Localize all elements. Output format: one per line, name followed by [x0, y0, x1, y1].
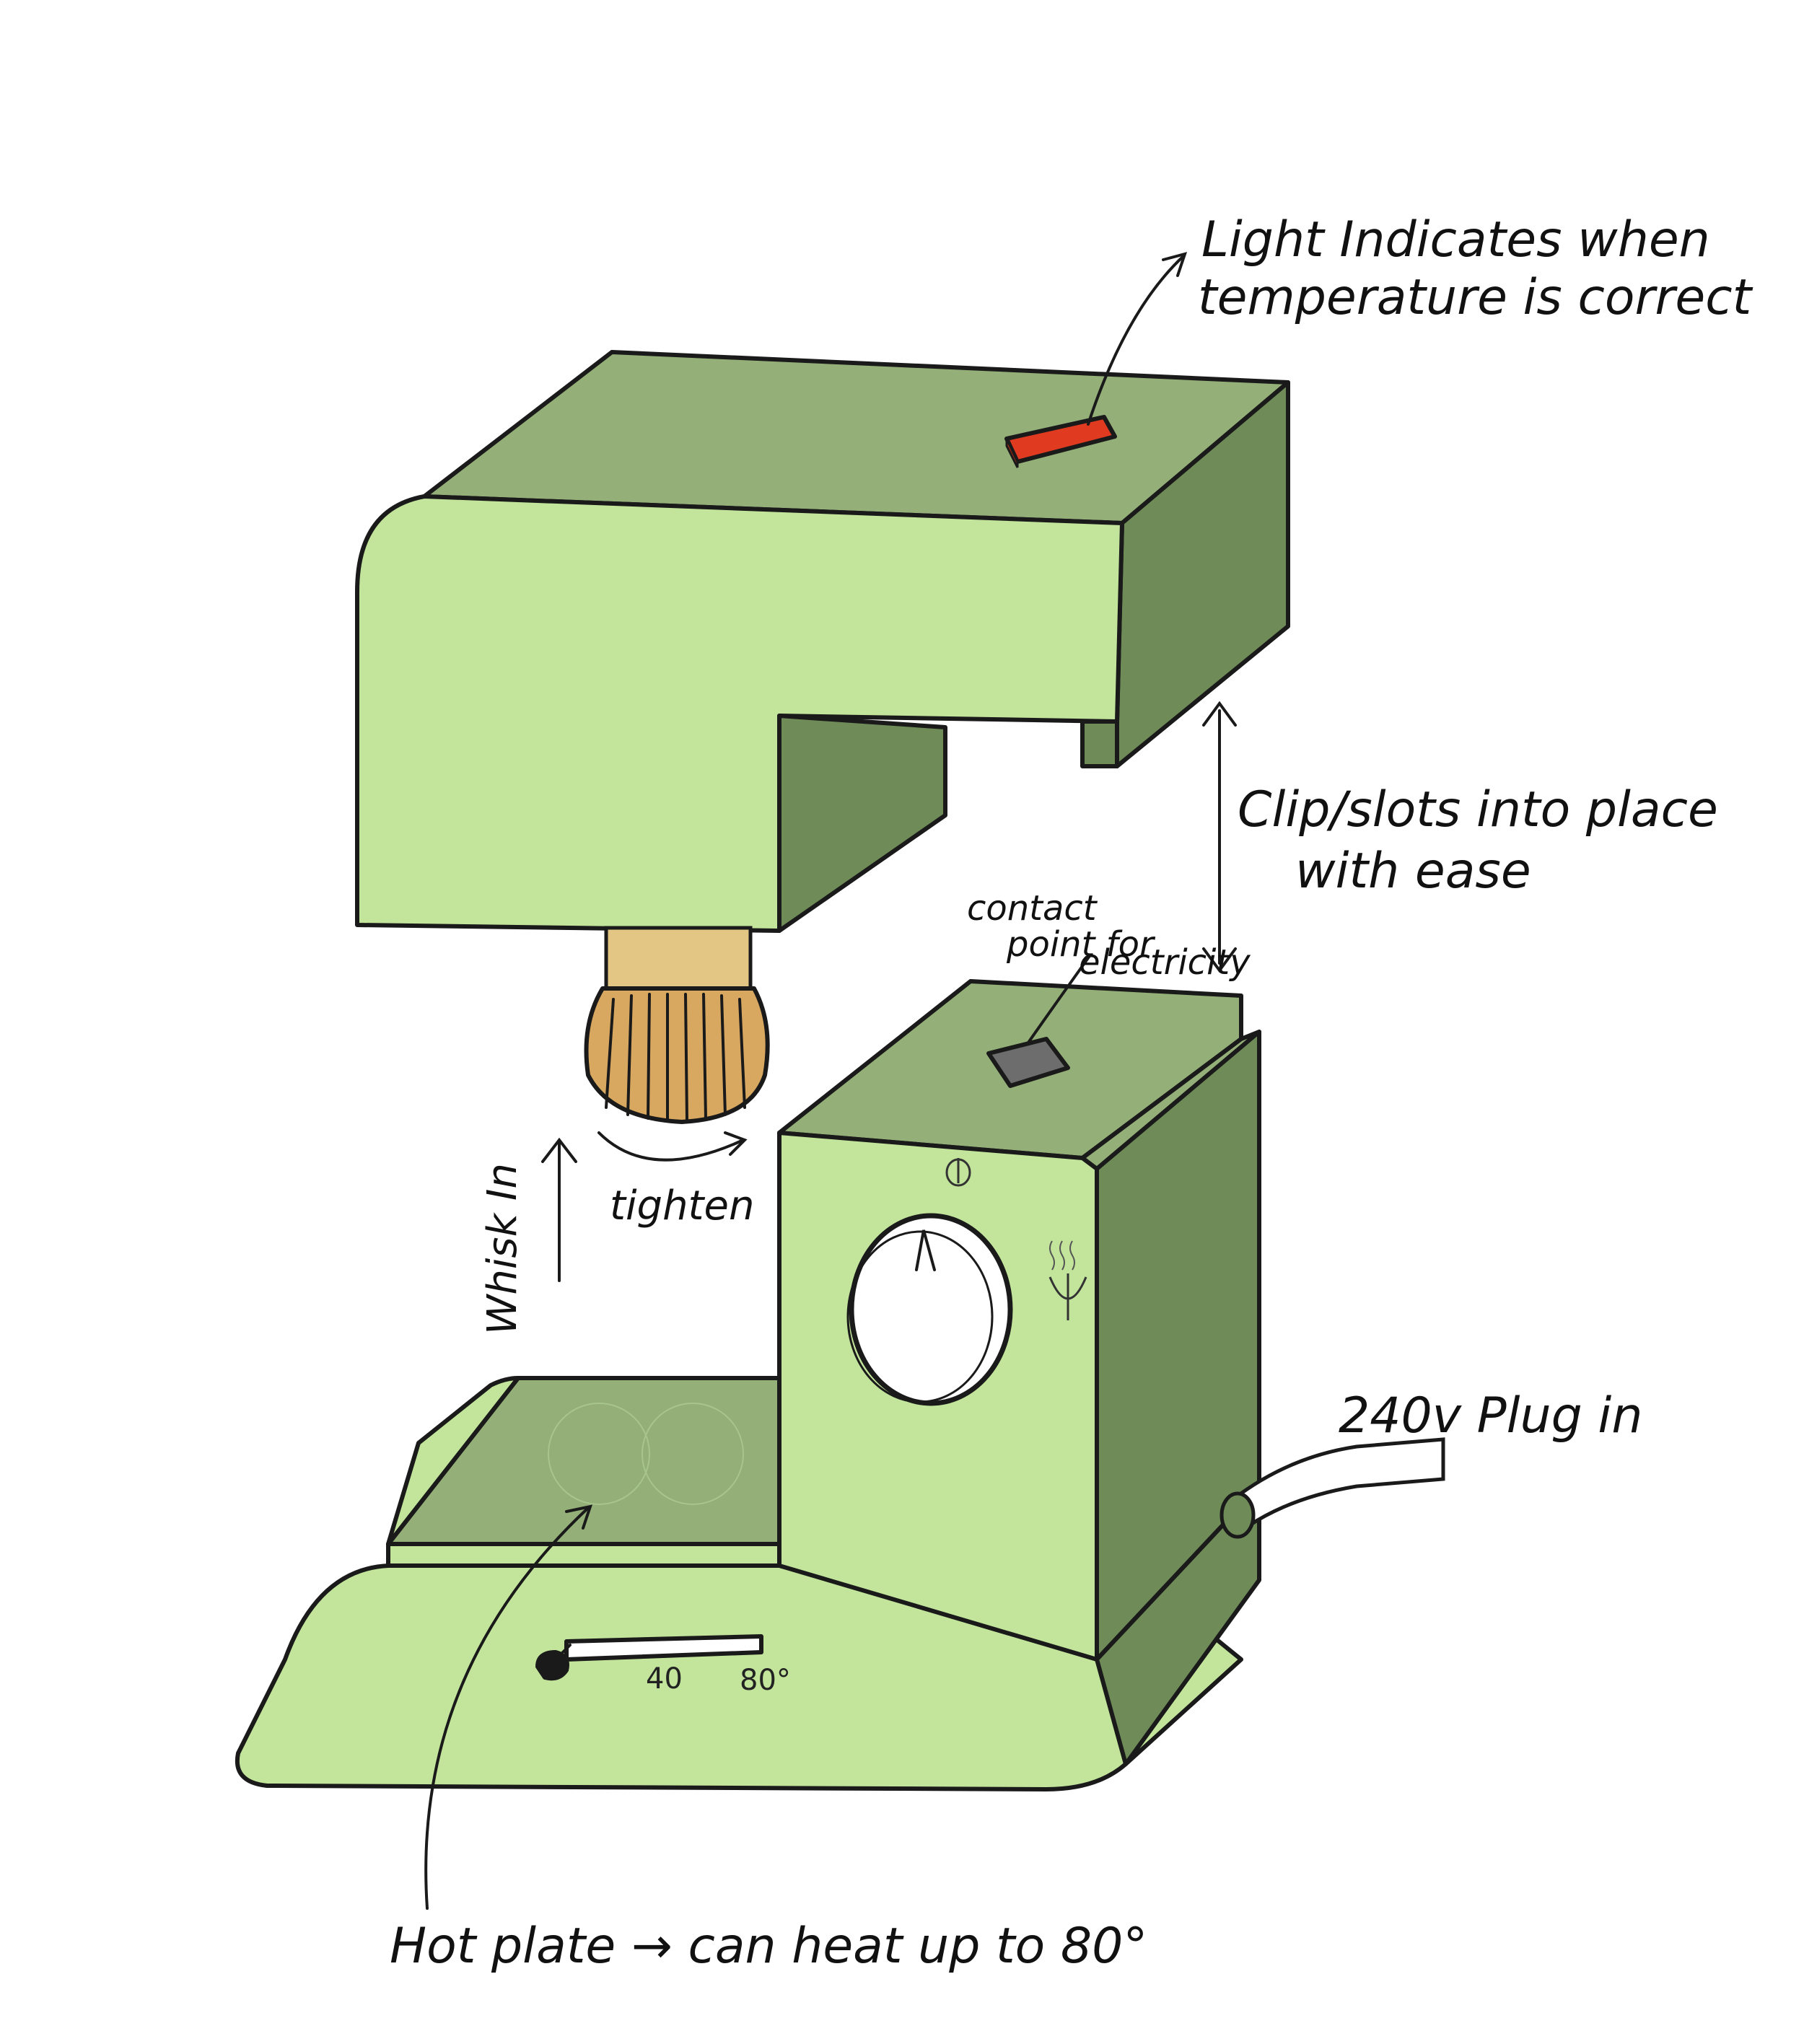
mixer-base: [235, 979, 1261, 1791]
hot-plate-circle-left: [548, 1403, 650, 1505]
contact-point-icon: [986, 1037, 1070, 1088]
head-notch: [1080, 719, 1119, 768]
contact-label-line2: point for: [1006, 924, 1156, 965]
dial-knob-icon[interactable]: [846, 1213, 1013, 1406]
hot-plate-label: Hot plate → can heat up to 80°: [390, 1918, 1147, 1975]
head-cutout-wall: [777, 714, 947, 933]
light-label-line1: Light Indicates when: [1201, 211, 1710, 268]
contact-label-line1: contact: [967, 888, 1098, 929]
clip-label-line1: Clip/slots into place: [1238, 781, 1718, 838]
indicator-light-icon: [1004, 415, 1117, 468]
mixer-head: [355, 350, 1290, 933]
tighten-arrow: [597, 1131, 745, 1162]
clip-label-line2: with ease: [1295, 843, 1531, 900]
scale-max-label: 80°: [740, 1664, 791, 1697]
whisk-in-label: Whisk In: [479, 1163, 526, 1335]
scale-mid-label: 40: [646, 1662, 683, 1696]
hot-plate-circle-right: [642, 1403, 744, 1505]
whisk-icon: [584, 926, 770, 1124]
power-symbol-icon: [945, 1158, 971, 1187]
light-label-line2: temperature is correct: [1198, 269, 1753, 326]
head-front-face: [355, 494, 1124, 933]
contact-arrow: [1027, 955, 1091, 1044]
tighten-label: tighten: [610, 1183, 754, 1229]
hot-plate-arrow: [424, 1506, 590, 1910]
contact-label-line3: electricity: [1079, 942, 1251, 983]
plug-label: 240v Plug in: [1339, 1387, 1642, 1444]
heat-symbol-icon: [1048, 1240, 1087, 1320]
light-arrow: [1087, 255, 1185, 426]
power-cable-icon: [1220, 1437, 1445, 1539]
temperature-slider[interactable]: 40 80°: [535, 1634, 791, 1697]
